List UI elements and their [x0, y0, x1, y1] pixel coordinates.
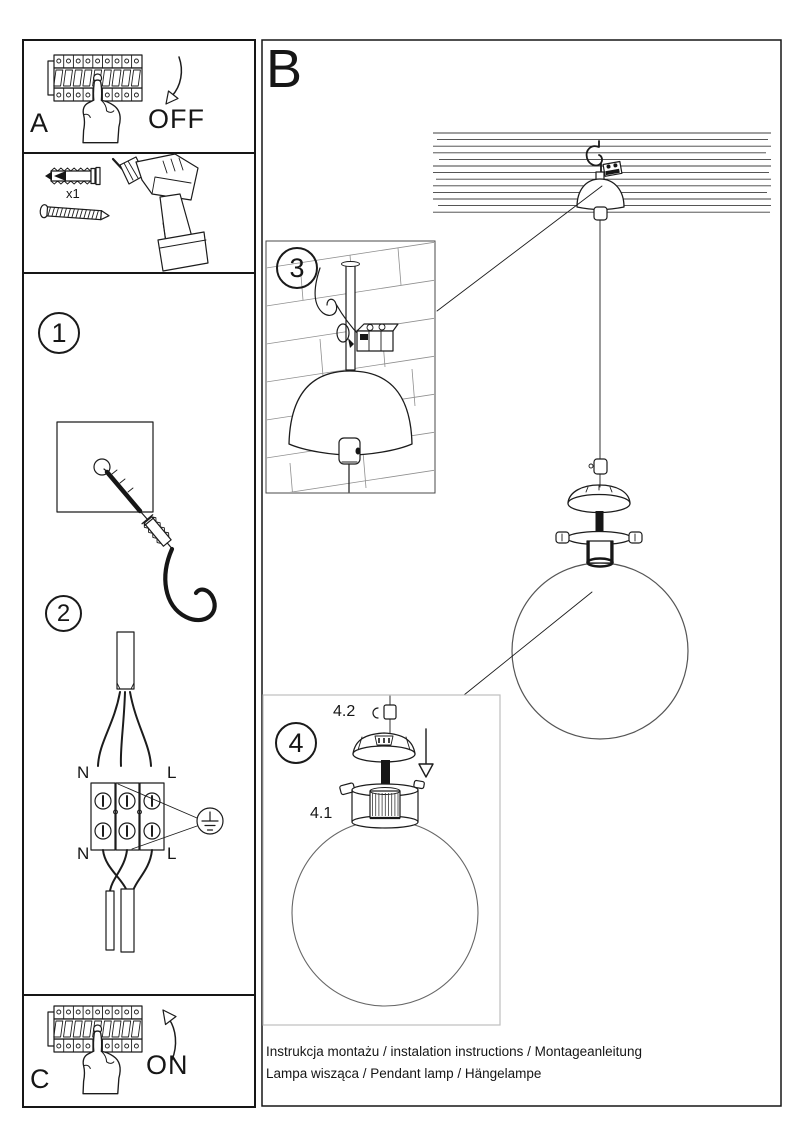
footer-line1: Instrukcja montażu / instalation instruc…: [266, 1044, 642, 1059]
drill-icon: [111, 153, 209, 272]
detail4-cable-stopper: [383, 704, 397, 720]
step2-wiring-illustration: [90, 631, 224, 953]
step2-number: 2: [56, 599, 71, 627]
arrow-down-icon: [171, 56, 183, 97]
step2-number-badge: 2: [45, 595, 82, 632]
detail4-frame: [262, 694, 501, 1026]
callout-4-1-label: 4.1: [310, 805, 333, 822]
wall-plug-icon: [45, 166, 101, 186]
cable-stopper: [593, 458, 608, 475]
cord-grip: [593, 206, 608, 221]
callout-4-2-label: 4.2: [333, 703, 356, 720]
detail4-shade-assembly: [291, 695, 479, 1007]
arrow-up-icon: [168, 1018, 177, 1061]
box-a-label: A: [30, 108, 49, 138]
lamp-socket: [586, 540, 614, 568]
screw-icon: [39, 204, 110, 221]
power-on-label: ON: [146, 1050, 189, 1080]
leader-line-detail3: [436, 185, 603, 312]
detail3-hook-mounting: [288, 261, 413, 493]
anchor-quantity-label: x1: [66, 186, 80, 201]
pendant-lamp-illustration: [511, 140, 689, 740]
terminal-l-top-label: L: [167, 763, 177, 782]
breaker-on-illustration: [47, 1005, 177, 1095]
detail4-threaded-rod: [381, 760, 390, 784]
detail3-frame: [265, 240, 436, 494]
step1-hook-installation: [56, 421, 217, 623]
detail3-number: 3: [289, 252, 305, 283]
step1-number-badge: 1: [38, 312, 80, 354]
detail4-number-badge: 4: [275, 722, 317, 764]
box-c-label: C: [30, 1064, 50, 1094]
power-off-label: OFF: [148, 104, 205, 134]
breaker-off-illustration: [47, 54, 183, 144]
terminal-block-icon: [602, 160, 623, 177]
threaded-rod: [595, 511, 604, 535]
footer-line2: Lampa wisząca / Pendant lamp / Hängelamp…: [266, 1066, 542, 1081]
panel-b-label: B: [266, 39, 303, 99]
ceiling-hook-icon: [163, 546, 217, 623]
panel-b-frame: [261, 39, 782, 1107]
terminal-l-bottom-label: L: [167, 844, 177, 863]
box-c-frame: [22, 994, 256, 1108]
step1-number: 1: [51, 317, 67, 348]
box-steps-frame: [22, 272, 256, 996]
canopy-icon: [576, 178, 625, 211]
detail4-number: 4: [288, 727, 304, 758]
terminal-n-bottom-label: N: [77, 844, 90, 863]
glass-globe: [511, 562, 689, 740]
detail3-number-badge: 3: [276, 247, 318, 289]
terminal-n-top-label: N: [77, 763, 90, 782]
ground-symbol-icon: [196, 807, 224, 835]
leader-line-detail4: [463, 591, 593, 696]
detail4-glass-globe: [291, 819, 479, 1007]
